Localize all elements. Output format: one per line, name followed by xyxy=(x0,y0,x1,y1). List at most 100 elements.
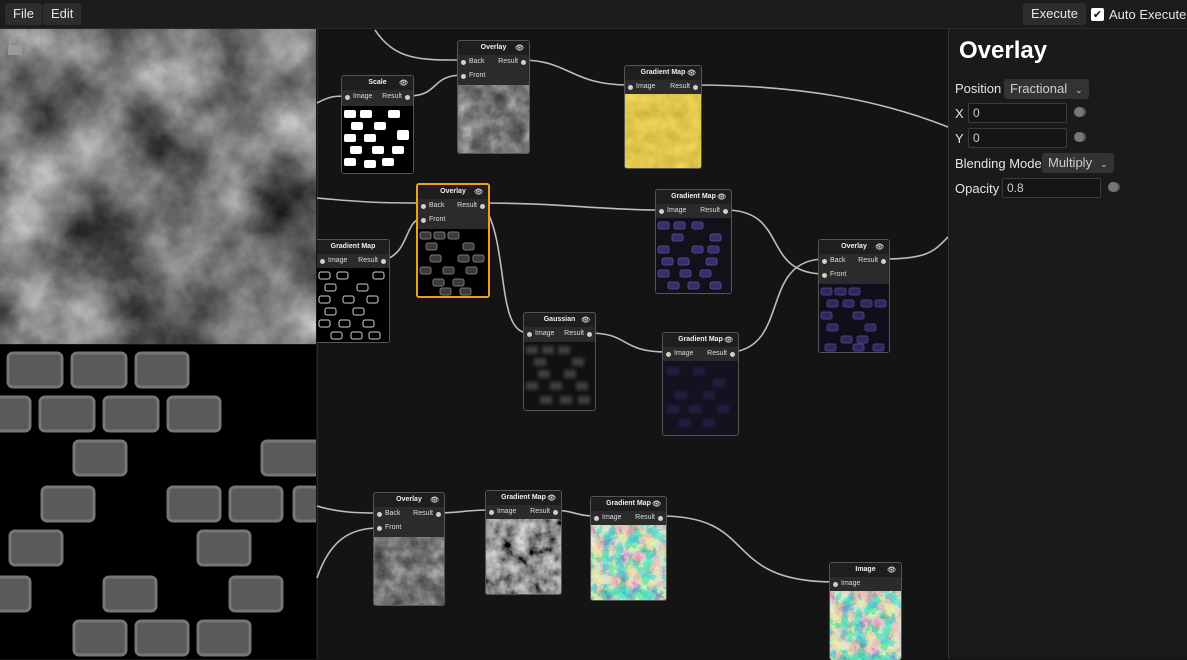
auto-execute-checkbox[interactable]: ✔ xyxy=(1091,7,1104,21)
blending-mode-select[interactable]: Multiply⌄ xyxy=(1042,153,1114,173)
blending-mode-label: Blending Mode xyxy=(955,156,1042,171)
output-port[interactable] xyxy=(587,332,592,337)
file-menu[interactable]: File xyxy=(5,3,42,25)
input-port[interactable] xyxy=(377,526,382,531)
edit-menu[interactable]: Edit xyxy=(43,3,82,25)
eye-icon[interactable]: 👁 xyxy=(515,44,524,52)
chevron-down-icon: ⌄ xyxy=(1100,160,1108,170)
node-title: Gradient Map xyxy=(678,336,723,343)
input-port[interactable] xyxy=(822,259,827,264)
position-label: Position xyxy=(955,81,1002,96)
output-port[interactable] xyxy=(658,516,663,521)
eye-icon[interactable]: 👁 xyxy=(717,193,726,201)
eye-icon[interactable]: 👁 xyxy=(581,316,590,324)
port-label: Image xyxy=(535,330,555,337)
eye-icon[interactable]: 👁 xyxy=(399,79,408,87)
input-port[interactable] xyxy=(594,516,599,521)
node-preview xyxy=(830,591,901,660)
input-port[interactable] xyxy=(628,85,633,90)
output-port[interactable] xyxy=(480,204,485,209)
opacity-field[interactable]: 0.8 xyxy=(1002,178,1101,198)
y-knob-icon[interactable] xyxy=(1074,132,1084,142)
bricks-preview-image xyxy=(0,351,316,657)
lock-icon[interactable] xyxy=(6,36,24,56)
port-label: Result xyxy=(358,257,378,264)
input-port[interactable] xyxy=(320,259,325,264)
port-label: Front xyxy=(830,271,847,278)
output-port[interactable] xyxy=(553,510,558,515)
input-port[interactable] xyxy=(377,512,382,517)
input-port[interactable] xyxy=(822,273,827,278)
output-port[interactable] xyxy=(381,259,386,264)
port-label: Result xyxy=(530,508,550,515)
opacity-knob-icon[interactable] xyxy=(1108,182,1118,192)
port-label: Front xyxy=(469,72,486,79)
node-preview xyxy=(374,537,444,605)
x-knob-icon[interactable] xyxy=(1074,107,1084,117)
port-label: Result xyxy=(382,93,402,100)
node-title: Gradient Map xyxy=(606,500,651,507)
input-port[interactable] xyxy=(421,218,426,223)
port-label: Image xyxy=(636,83,656,90)
node-title: Overlay xyxy=(440,188,466,195)
port-label: Result xyxy=(707,350,727,357)
auto-execute-toggle[interactable]: ✔ Auto Execute xyxy=(1091,5,1186,23)
eye-icon[interactable]: 👁 xyxy=(887,566,896,574)
eye-icon[interactable]: 👁 xyxy=(430,496,439,504)
properties-title: Overlay xyxy=(959,37,1048,64)
preview-bricks xyxy=(0,345,316,659)
port-label: Result xyxy=(564,330,584,337)
position-value: Fractional xyxy=(1010,81,1068,96)
output-port[interactable] xyxy=(693,85,698,90)
eye-icon[interactable]: 👁 xyxy=(547,494,556,502)
output-port[interactable] xyxy=(436,512,441,517)
eye-icon[interactable]: 👁 xyxy=(474,188,483,196)
input-port[interactable] xyxy=(659,209,664,214)
output-port[interactable] xyxy=(521,60,526,65)
eye-icon[interactable]: 👁 xyxy=(724,336,733,344)
eye-icon[interactable]: 👁 xyxy=(652,500,661,508)
port-label: Result xyxy=(635,514,655,521)
input-port[interactable] xyxy=(461,74,466,79)
node-preview xyxy=(317,268,389,342)
image-output-node[interactable]: Image👁 Image xyxy=(829,562,902,660)
input-port[interactable] xyxy=(345,95,350,100)
node-title: Gradient Map xyxy=(671,193,716,200)
input-port[interactable] xyxy=(833,582,838,587)
node-preview xyxy=(524,342,595,410)
x-field[interactable]: 0 xyxy=(968,103,1067,123)
node-preview xyxy=(819,284,889,352)
output-port[interactable] xyxy=(405,95,410,100)
output-port[interactable] xyxy=(881,259,886,264)
node-title: Overlay xyxy=(396,496,422,503)
auto-execute-label: Auto Execute xyxy=(1109,6,1187,22)
port-label: Image xyxy=(497,508,517,515)
input-port[interactable] xyxy=(461,60,466,65)
input-port[interactable] xyxy=(527,332,532,337)
node-preview xyxy=(458,85,529,153)
y-field[interactable]: 0 xyxy=(968,128,1067,148)
position-select[interactable]: Fractional ⌄ xyxy=(1004,79,1089,99)
input-port[interactable] xyxy=(489,510,494,515)
eye-icon[interactable]: 👁 xyxy=(875,243,884,251)
input-port[interactable] xyxy=(666,352,671,357)
input-port[interactable] xyxy=(421,204,426,209)
chevron-down-icon: ⌄ xyxy=(1075,86,1083,96)
output-port[interactable] xyxy=(723,209,728,214)
output-port[interactable] xyxy=(730,352,735,357)
execute-button[interactable]: Execute xyxy=(1023,3,1086,25)
properties-panel: Overlay Position Fractional⌄ X 0 Y 0 Ble… xyxy=(948,29,1187,659)
eye-icon[interactable]: 👁 xyxy=(687,69,696,77)
